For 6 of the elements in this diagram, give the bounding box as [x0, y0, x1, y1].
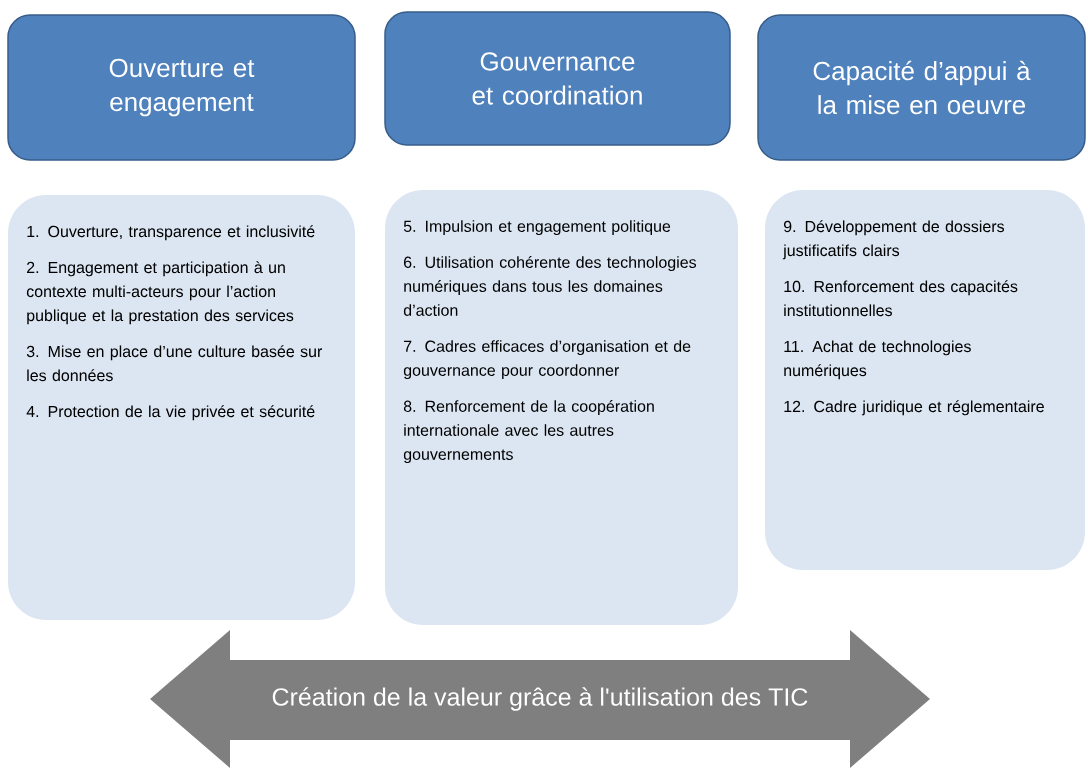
- header-box: Ouverture et engagement: [7, 14, 356, 161]
- list-panel: 9. Développement de dossiers justificatifs clairs 10. Renforcement des capacités institutionnelles 11. Achat de technologies numériques 12. Cadre juridique et réglementaire: [765, 190, 1085, 570]
- list-panel: 5. Impulsion et engagement politique 6. Utilisation cohérente des technologies numériques dans tous les domaines d’action 7. Cadres efficaces d’organisation et de gouvernance pour coordonner 8. Renforcement de la coopération internationale avec les autres gouvernements: [385, 190, 738, 625]
- header-box: Capacité d’appui à la mise en oeuvre: [757, 14, 1086, 161]
- header-box: Gouvernance et coordination: [384, 11, 731, 146]
- list-panel: 1. Ouverture, transparence et inclusivité 2. Engagement et participation à un contexte multi-acteurs pour l’action publique et la prestation des services 3. Mise en place d’une culture basée sur les données 4. Protection de la vie privée et sécurité: [8, 195, 355, 620]
